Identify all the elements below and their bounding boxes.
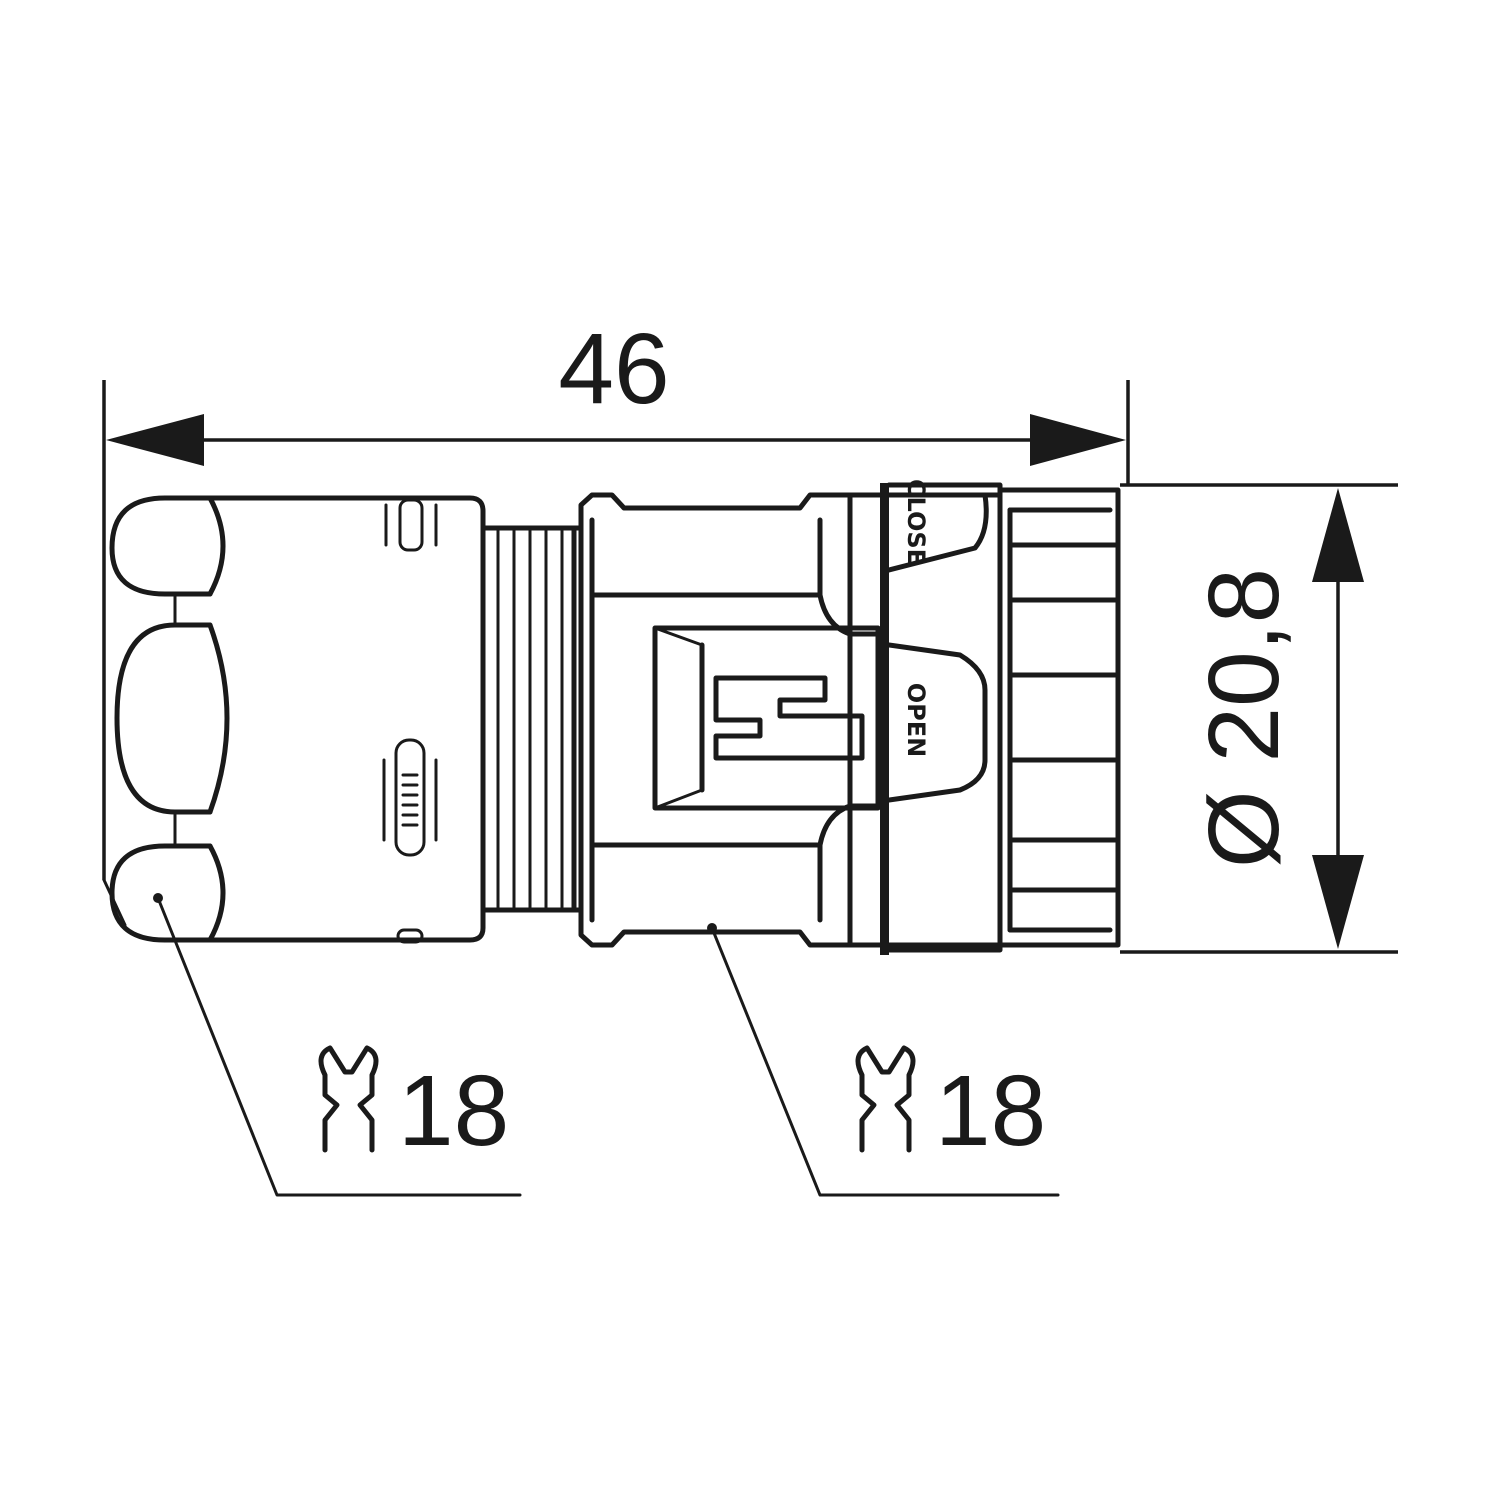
separation-ring bbox=[880, 483, 889, 955]
leader-line bbox=[710, 926, 1060, 1197]
thread-section bbox=[480, 525, 584, 913]
arrowhead-bottom bbox=[1312, 855, 1364, 949]
wrench-icon bbox=[855, 1045, 916, 1153]
arrowhead-left bbox=[106, 414, 204, 466]
connector-body: CLOSE OPEN bbox=[102, 479, 1121, 955]
arrowhead-top bbox=[1312, 488, 1364, 582]
hex-nut bbox=[578, 492, 1003, 948]
wrench-size-label: 18 bbox=[935, 1055, 1046, 1167]
length-value: 46 bbox=[558, 313, 669, 425]
length-dimension: 46 bbox=[102, 313, 1130, 880]
wrench-icon bbox=[318, 1045, 379, 1153]
coupling-nut bbox=[997, 487, 1121, 948]
cable-gland bbox=[102, 495, 486, 944]
close-marking: CLOSE bbox=[902, 479, 930, 565]
leader-line bbox=[156, 896, 522, 1197]
wrench-size-label: 18 bbox=[398, 1055, 509, 1167]
diameter-dimension: Ø 20,8 bbox=[1120, 483, 1398, 954]
arrowhead-right bbox=[1030, 414, 1126, 466]
open-marking: OPEN bbox=[902, 683, 930, 757]
lock-symbol bbox=[713, 675, 865, 761]
wrench-callout-gland: 18 bbox=[153, 893, 522, 1197]
locking-sleeve: CLOSE OPEN bbox=[886, 479, 1003, 953]
wrench-callout-nut: 18 bbox=[707, 923, 1060, 1197]
diameter-value: Ø 20,8 bbox=[1188, 568, 1300, 868]
